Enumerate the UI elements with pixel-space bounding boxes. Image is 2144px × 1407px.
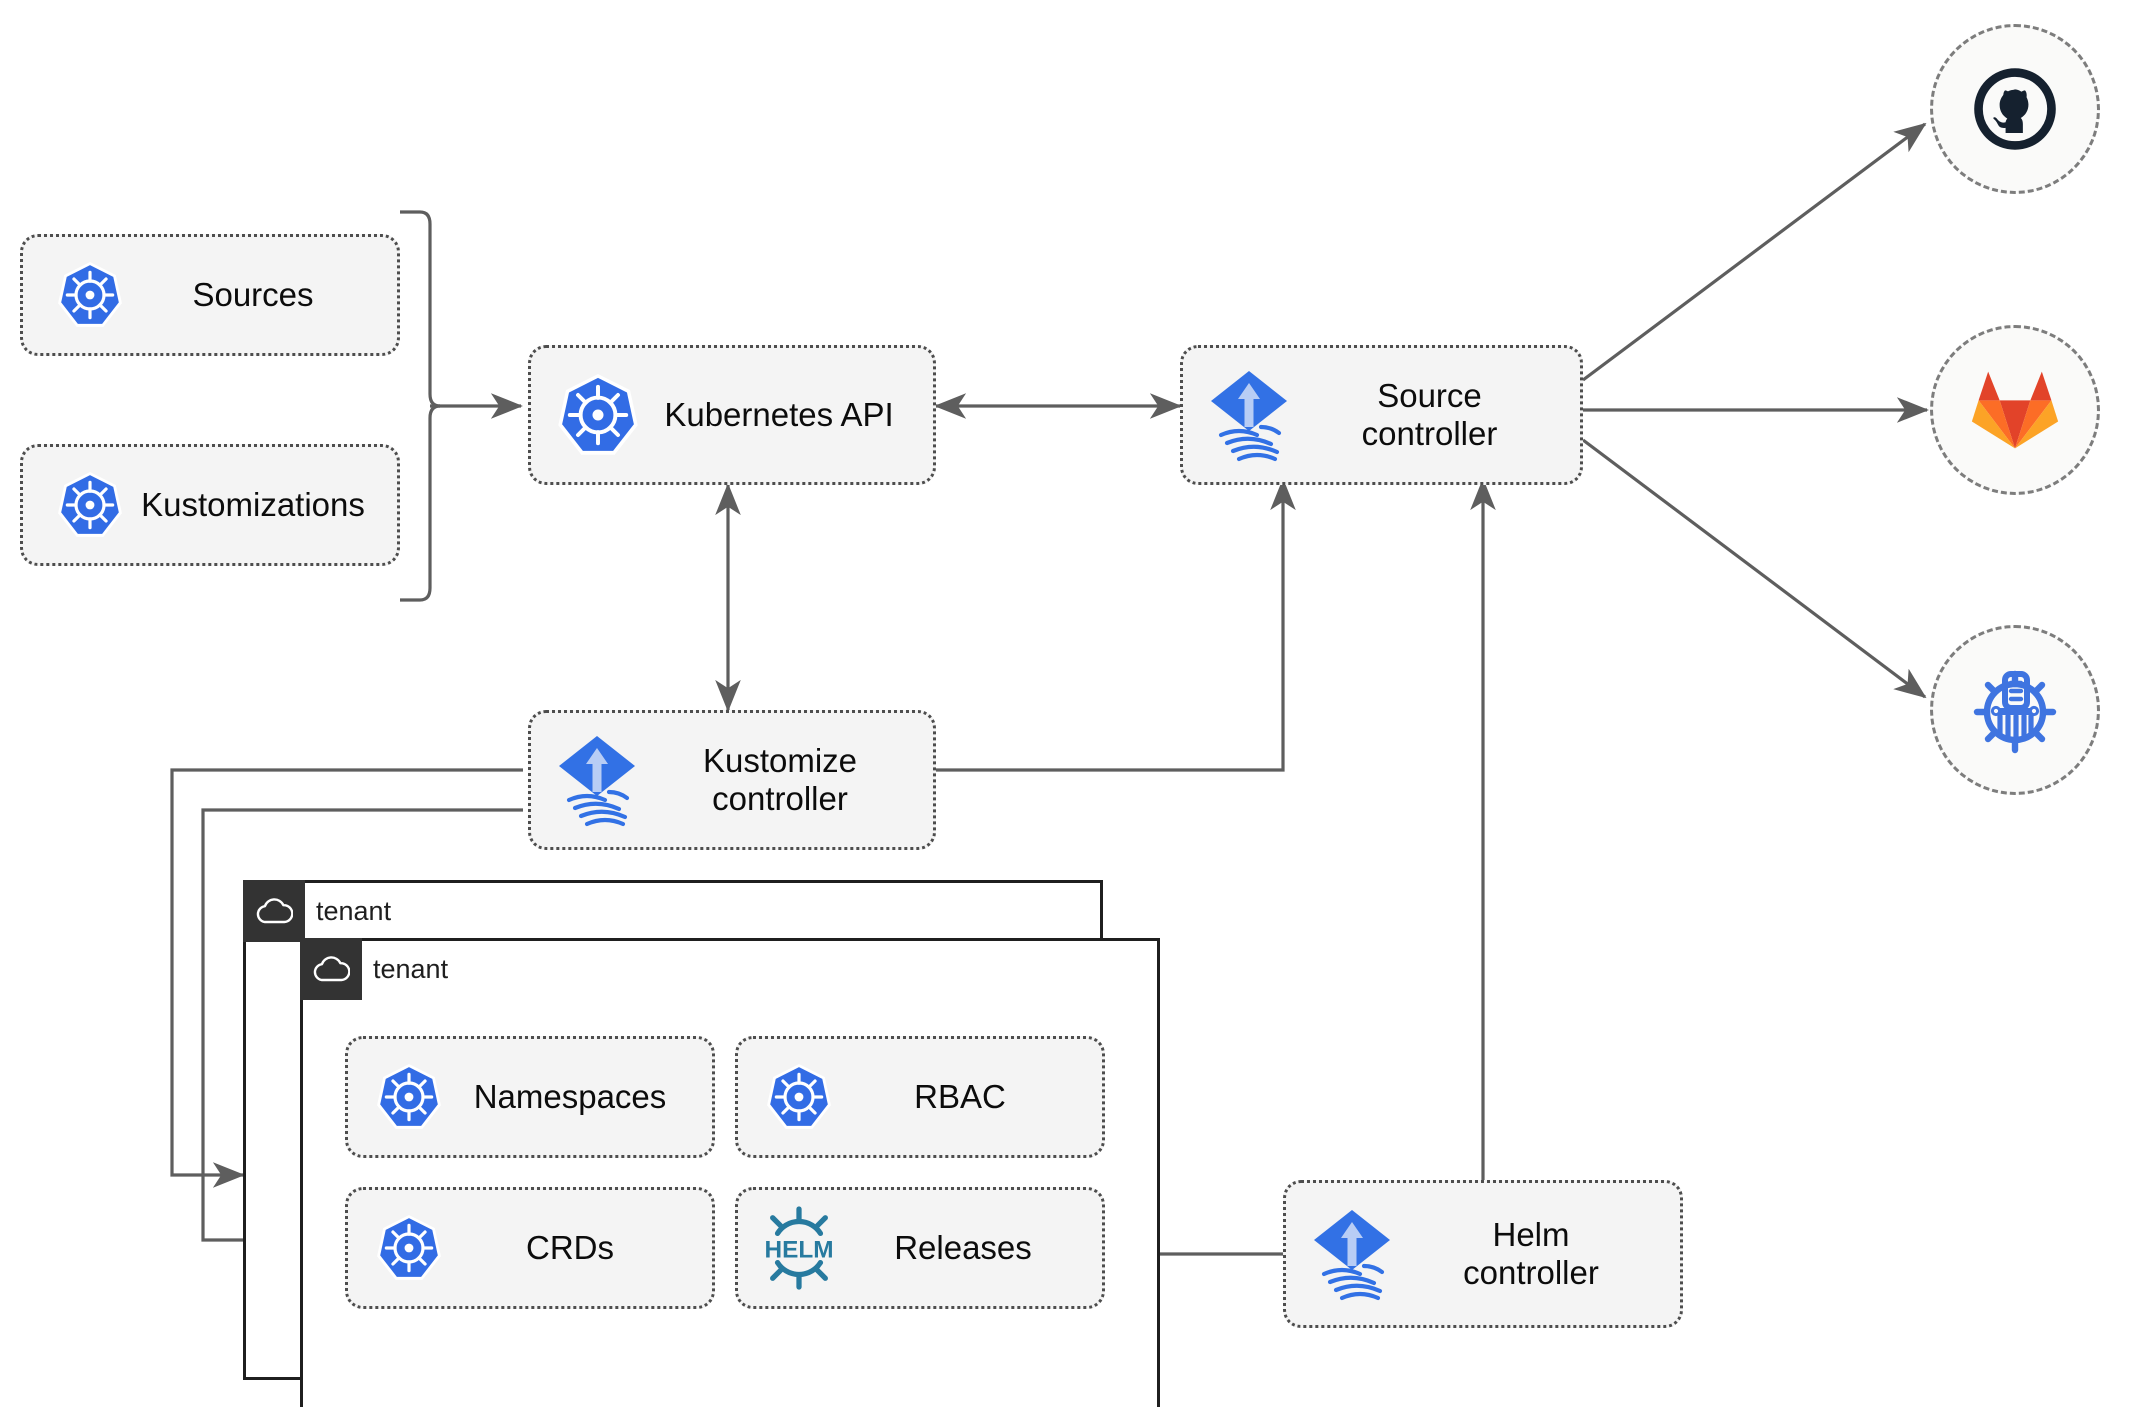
helm-repository-icon [1973, 670, 2057, 754]
node-label: Helm controller [1463, 1216, 1599, 1291]
flux-icon [1308, 1204, 1396, 1304]
edge-bracket-kustomizations [400, 404, 441, 602]
kubernetes-icon [376, 1062, 442, 1132]
node-namespaces[interactable]: Namespaces [345, 1036, 715, 1158]
edge-source-to-github [1582, 122, 1927, 382]
github-icon [1974, 68, 2056, 150]
kubernetes-icon [376, 1213, 442, 1283]
helm-icon: HELM [760, 1206, 838, 1290]
node-helm-controller[interactable]: Helm controller [1283, 1180, 1683, 1328]
node-label: Sources [192, 276, 314, 314]
edge-bracket-sources [400, 210, 441, 408]
node-label: Namespaces [473, 1078, 667, 1116]
flux-icon [1205, 365, 1293, 465]
node-source-controller[interactable]: Source controller [1180, 345, 1583, 485]
provider-github[interactable] [1930, 24, 2100, 194]
node-releases[interactable]: HELM Releases [735, 1187, 1105, 1309]
edge-kustomize-to-source [936, 478, 1296, 772]
node-kubernetes-api[interactable]: Kubernetes API [528, 345, 936, 485]
svg-text:HELM: HELM [764, 1237, 833, 1264]
provider-gitlab[interactable] [1930, 325, 2100, 495]
provider-helm-repository[interactable] [1930, 625, 2100, 795]
cloud-icon [300, 938, 362, 1000]
node-label: Kubernetes API [664, 396, 894, 434]
node-label: Source controller [1361, 377, 1498, 452]
tenant-label: tenant [316, 895, 392, 926]
kubernetes-icon [766, 1062, 832, 1132]
flux-icon [553, 730, 641, 830]
cloud-icon [243, 880, 305, 942]
node-sources[interactable]: Sources [20, 234, 400, 356]
node-rbac[interactable]: RBAC [735, 1036, 1105, 1158]
kubernetes-icon [57, 470, 123, 540]
tenant-frame-2[interactable]: tenant [300, 938, 1160, 1407]
kubernetes-icon [57, 260, 123, 330]
node-kustomize-controller[interactable]: Kustomize controller [528, 710, 936, 850]
gitlab-icon [1971, 371, 2059, 449]
node-label: Kustomize controller [702, 742, 858, 817]
tenant-label: tenant [373, 953, 449, 984]
node-label: Kustomizations [141, 486, 365, 524]
node-label: RBAC [914, 1078, 1006, 1116]
node-crds[interactable]: CRDs [345, 1187, 715, 1309]
node-label: Releases [894, 1229, 1032, 1267]
node-kustomizations[interactable]: Kustomizations [20, 444, 400, 566]
kubernetes-icon [557, 371, 639, 459]
edge-source-to-helmrepo [1582, 438, 1927, 699]
node-label: CRDs [526, 1229, 614, 1267]
